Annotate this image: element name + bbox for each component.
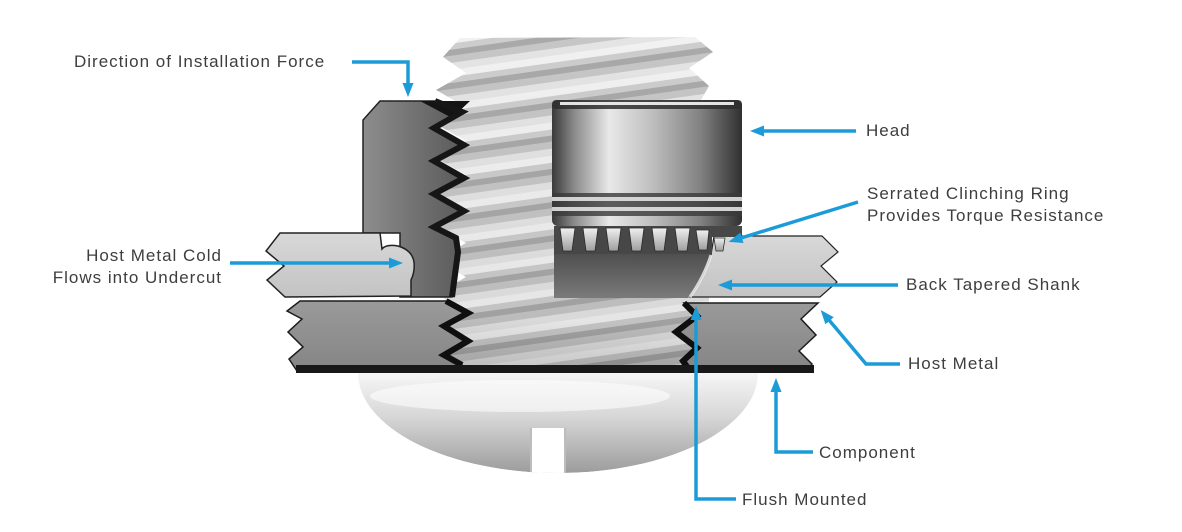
label-host-metal: Host Metal xyxy=(908,354,1000,373)
label-host-metal-cold: Host Metal Cold Flows into Undercut xyxy=(28,245,222,289)
nut-cross-section xyxy=(362,98,471,298)
shank-taper-highlight xyxy=(688,254,713,298)
label-flush-mounted: Flush Mounted xyxy=(742,490,868,509)
arrow-component xyxy=(770,378,813,454)
thread-groove-shadow-left xyxy=(427,98,471,298)
component-left xyxy=(285,300,470,372)
host-metal-right xyxy=(688,235,839,298)
thread-groove-shadow-bottom-left xyxy=(437,298,475,368)
plate-bottom-shadow xyxy=(296,365,814,373)
back-tapered-shank-shape xyxy=(554,254,712,298)
arrow-serrated-ring xyxy=(728,200,859,243)
head-cylinder xyxy=(552,100,742,226)
label-serrated-ring-line2: Provides Torque Resistance xyxy=(867,206,1105,225)
label-component: Component xyxy=(819,443,916,462)
label-host-metal-cold-line1: Host Metal Cold xyxy=(86,246,222,265)
callout-arrows xyxy=(230,60,900,501)
label-host-metal-cold-line2: Flows into Undercut xyxy=(52,268,222,287)
screwdriver-slot xyxy=(530,428,566,473)
label-installation-force: Direction of Installation Force xyxy=(74,52,326,71)
label-serrated-ring-line1: Serrated Clinching Ring xyxy=(867,184,1070,203)
label-back-tapered-shank: Back Tapered Shank xyxy=(906,275,1081,294)
arrow-installation-force xyxy=(352,60,414,97)
label-serrated-ring: Serrated Clinching Ring Provides Torque … xyxy=(867,183,1104,227)
label-head: Head xyxy=(866,121,911,140)
host-metal-left xyxy=(264,232,415,298)
arrow-host-metal xyxy=(820,310,900,366)
arrow-flush-mounted xyxy=(690,306,736,501)
screw-head-dome xyxy=(358,373,758,473)
serrated-clinching-ring xyxy=(554,226,742,254)
